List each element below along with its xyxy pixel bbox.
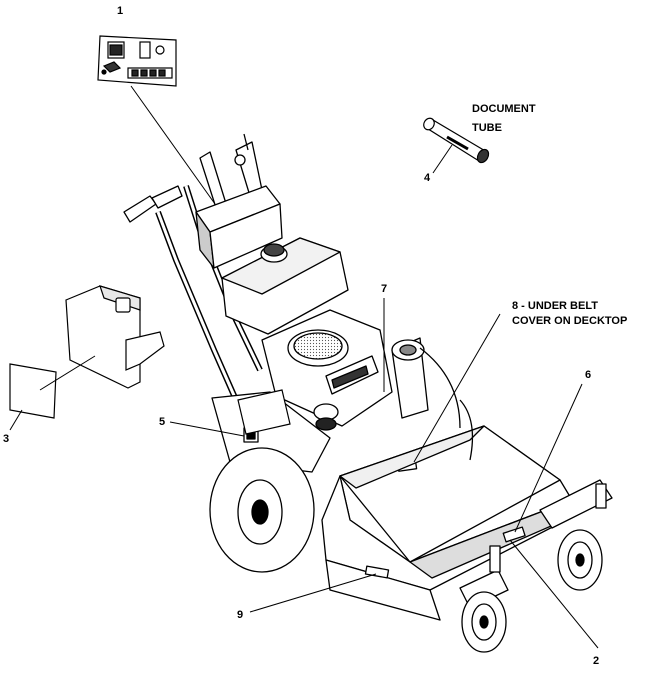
leader-2 (509, 539, 599, 649)
callout-3: 3 (3, 433, 9, 445)
callout-4: 4 (424, 172, 431, 184)
leader-6 (514, 383, 583, 533)
callout-1: 1 (117, 5, 123, 17)
under-belt-label-line1: 8 - UNDER BELT (512, 300, 598, 312)
callout-5: 5 (159, 416, 165, 428)
document-tube-label-line2: TUBE (472, 122, 502, 134)
leader-4 (432, 144, 453, 174)
document-tube-label-line1: DOCUMENT (472, 103, 536, 115)
callout-2: 2 (593, 655, 599, 667)
decal-3-container (9, 285, 165, 419)
callout-6: 6 (585, 369, 591, 381)
leader-3 (9, 409, 23, 431)
leader-5 (169, 421, 245, 437)
leader-3b (39, 355, 96, 391)
callout-9: 9 (237, 609, 243, 621)
leader-9 (249, 573, 377, 613)
leader-8 (413, 313, 501, 463)
document-tube (423, 117, 490, 164)
decal-5 (237, 389, 291, 435)
under-belt-label-line2: COVER ON DECKTOP (512, 315, 627, 327)
mower-illustration (123, 133, 613, 653)
callout-7: 7 (381, 283, 387, 295)
leader-1 (130, 85, 216, 205)
decal-1-control-panel (97, 35, 177, 87)
